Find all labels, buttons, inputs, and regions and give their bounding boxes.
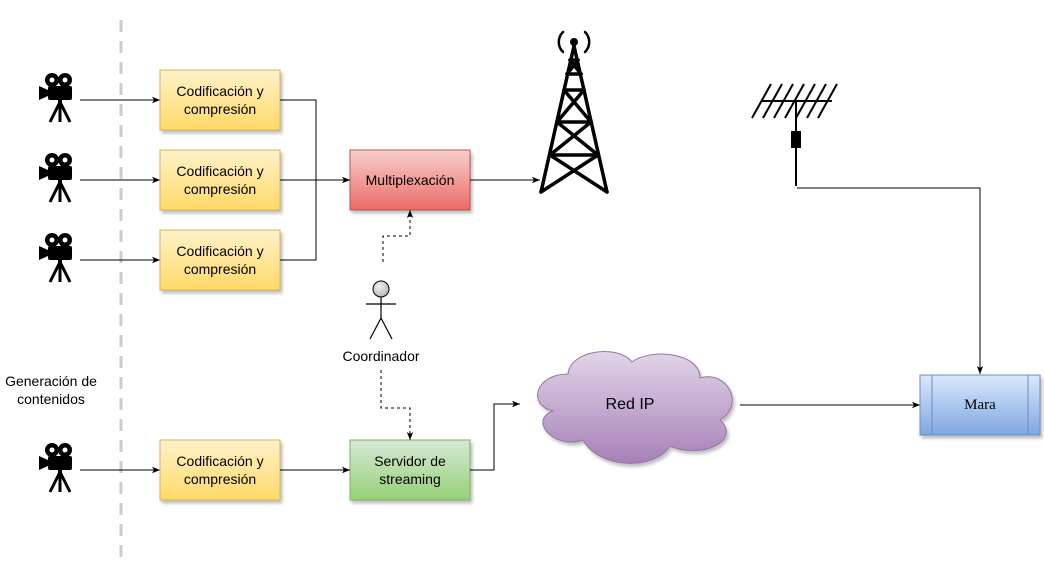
encoder-box-4[interactable] xyxy=(159,439,281,501)
tv-antenna-icon xyxy=(751,83,838,186)
actor-icon xyxy=(366,280,396,340)
mara-box[interactable] xyxy=(919,374,1041,436)
video-camera-icon xyxy=(37,441,74,494)
transmission-tower-icon xyxy=(539,30,609,194)
mux-connectors xyxy=(280,99,984,474)
cloud-shape[interactable] xyxy=(537,351,733,464)
video-camera-icon xyxy=(37,231,74,284)
video-camera-icon xyxy=(37,151,74,204)
encoder-box-1[interactable] xyxy=(159,69,281,131)
mux-box[interactable] xyxy=(349,149,471,211)
camera-arrows xyxy=(80,96,160,474)
encoder-box-3[interactable] xyxy=(159,229,281,291)
coordinator-connectors xyxy=(380,210,414,440)
video-camera-icon xyxy=(37,71,74,124)
stream-box[interactable] xyxy=(349,439,471,501)
encoder-box-2[interactable] xyxy=(159,149,281,211)
